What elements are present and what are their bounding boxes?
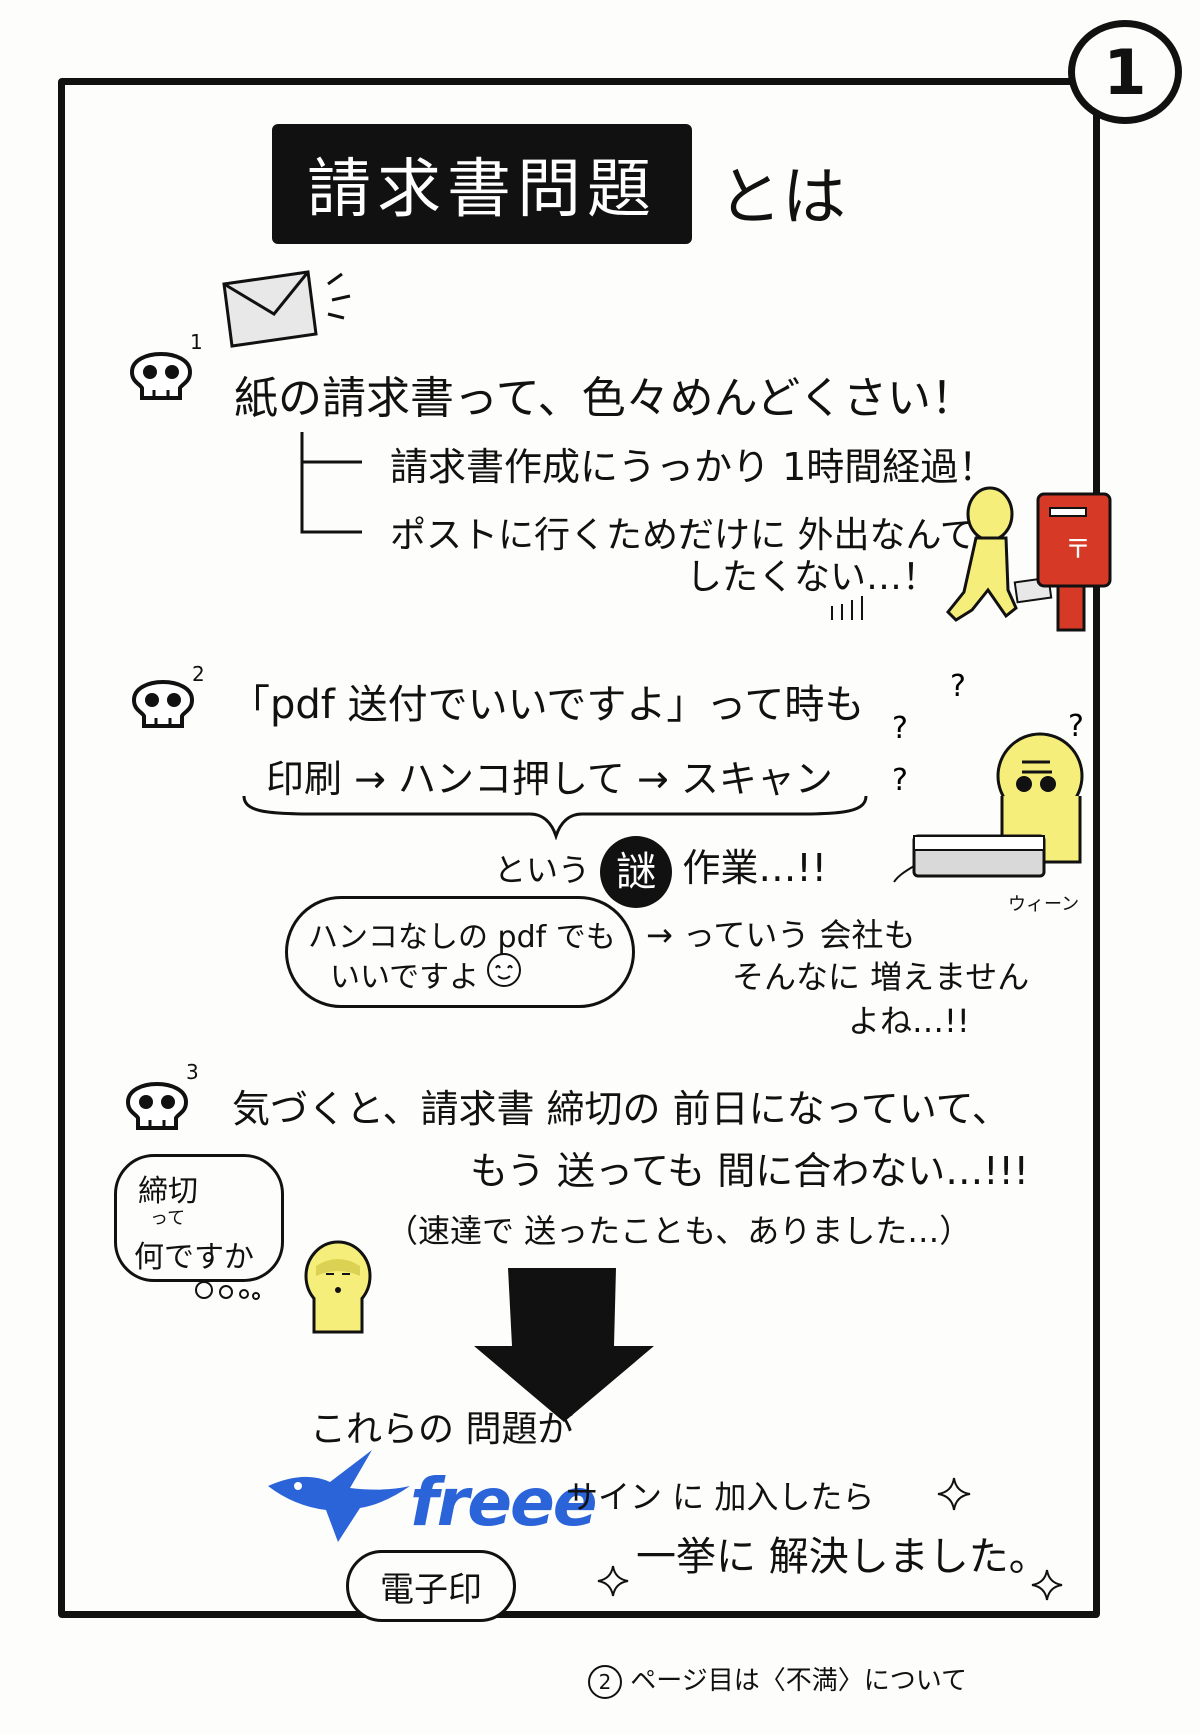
sparkle-icon (1031, 1569, 1063, 1601)
freee-bird-logo-icon (268, 1450, 410, 1542)
sparkle-icon (597, 1565, 629, 1597)
scanner-sound-effect: ウィーン (1008, 894, 1080, 915)
bubble-line1: ハンコなしの pdf でも (308, 920, 616, 955)
problem2-result: という 謎 作業…!! (494, 836, 827, 908)
next-page-note: 2 ページ目は〈不満〉について (588, 1660, 967, 1699)
thought-dots (195, 1281, 260, 1300)
svg-text:〒: 〒 (1065, 535, 1091, 565)
sparkle-icon (937, 1477, 971, 1511)
envelope-icon (222, 270, 351, 348)
skull-icon (129, 352, 193, 400)
skull-icon (131, 680, 195, 728)
thought-line1: 締切 (138, 1174, 198, 1209)
footer-page-number: 2 (588, 1665, 622, 1699)
problem1-main-text: 紙の請求書って、色々めんどくさい！ (234, 373, 975, 424)
svg-text:?: ? (892, 763, 908, 798)
page-title: 請求書問題 (272, 124, 692, 244)
problem2-quote: 「pdf 送付でいいですよ」って時も (230, 682, 865, 728)
skull-icon (125, 1082, 189, 1130)
problem3-line3: （速達で 送ったことも、ありました…） (386, 1212, 972, 1250)
problem1-sub2-line1: ポストに行くためだけに 外出なんて (390, 515, 976, 556)
problem1-number: 1 (190, 330, 203, 354)
reply-line1: → っていう 会社も (646, 916, 916, 954)
mystery-highlight: 謎 (600, 836, 673, 908)
reply-line3: よね…!! (848, 1002, 970, 1040)
conclusion-line3: 一挙に 解決しました。 (636, 1534, 1049, 1580)
character-walking-to-postbox-illustration: 〒 (831, 486, 1112, 632)
bubble-line2: いいですよ (330, 960, 480, 995)
page-frame (58, 78, 1100, 1618)
svg-text:?: ? (892, 711, 908, 746)
speech-bubble (285, 896, 635, 1008)
page-number-badge: 1 (1068, 20, 1182, 124)
problem3-number: 3 (186, 1060, 199, 1084)
thought-bubble (114, 1154, 284, 1282)
tree-connector (300, 432, 362, 534)
problem2-steps: 印刷 → ハンコ押して → スキャン (266, 757, 833, 801)
problem3-line1: 気づくと、請求書 締切の 前日になっていて、 (232, 1087, 1010, 1131)
svg-text:?: ? (950, 669, 966, 704)
down-arrow-icon (474, 1268, 654, 1422)
thought-line2: って (150, 1208, 186, 1229)
freee-brand-wordmark: freee (410, 1464, 598, 1541)
e-stamp-bubble: 電子印 (346, 1550, 516, 1622)
conclusion-line1: これらの 問題が (310, 1409, 574, 1450)
thought-line3: 何ですか (134, 1240, 254, 1275)
conclusion-line2: サイン に 加入したら (566, 1478, 875, 1516)
svg-text:?: ? (1068, 709, 1084, 744)
title-suffix: とは (718, 161, 846, 235)
problem1-sub2-line2: したくない…！ (686, 557, 939, 598)
problem2-number: 2 (192, 662, 205, 686)
confused-character-scanner-illustration: ? ? ? ? (892, 669, 1084, 883)
reply-line2: そんなに 増えません (732, 958, 1030, 996)
smiling-face-icon (487, 953, 521, 987)
brace-underline (242, 795, 868, 840)
problem3-line2: もう 送っても 間に合わない…!!! (470, 1149, 1029, 1193)
problem1-sub1: 請求書作成にうっかり 1時間経過！ (390, 445, 997, 489)
sleepy-character-illustration (304, 1240, 372, 1334)
